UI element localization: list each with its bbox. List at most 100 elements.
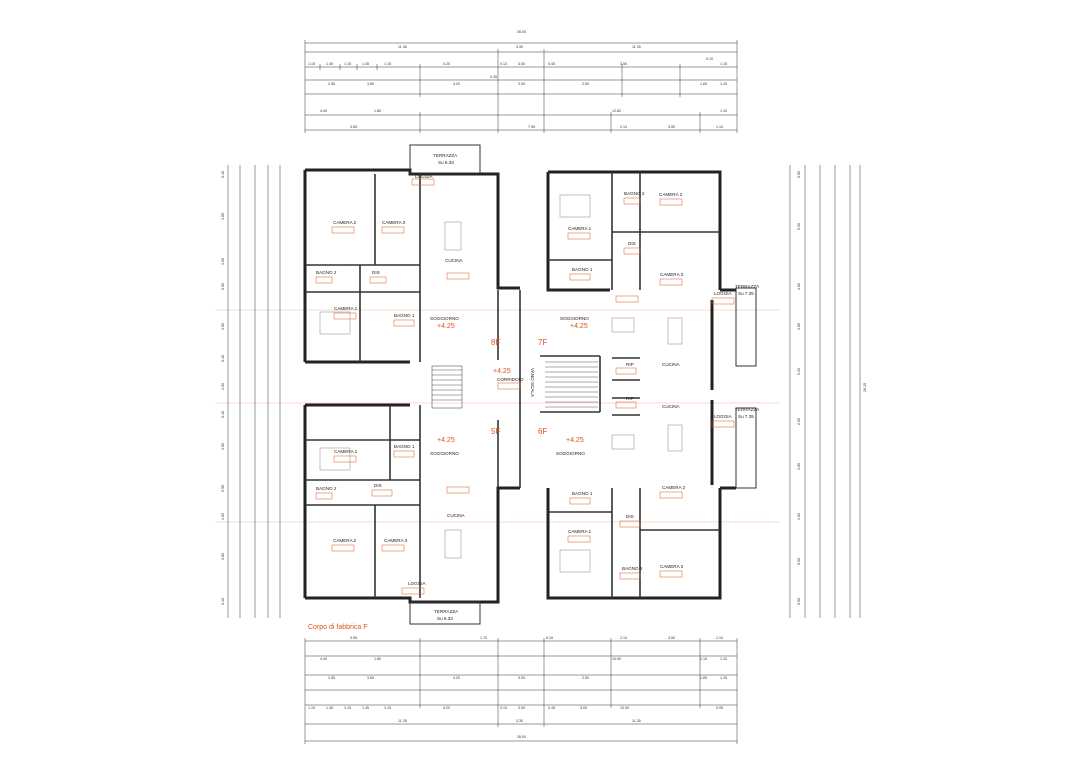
room-label: LOGGIA: [408, 581, 427, 586]
bottom-dim-label: 4.20: [453, 676, 460, 680]
room-label: LOGGIA: [714, 414, 733, 419]
bottom-dim-label: 2.50: [582, 676, 589, 680]
top-dim-labels: 26.00 11.35 3.30 11.35 1.15 1.45 1.15 1.…: [308, 30, 727, 129]
top-dim-label: 1.80: [374, 109, 381, 113]
left-dim-labels: 0.40 3.85 1.65 0.90 3.50 0.40 2.00 0.40 …: [221, 171, 225, 605]
elevator-shaft: [431, 365, 463, 409]
right-dim-label: 0.20: [797, 368, 801, 375]
top-dim-label: 3.00: [518, 82, 525, 86]
room-label: TERRAZZA: [433, 153, 458, 158]
area-boxes: [315, 178, 735, 595]
bottom-dim-label: 1.80: [374, 657, 381, 661]
top-dim-label: 0.45: [548, 62, 555, 66]
room-area: Su 6.33: [438, 160, 454, 165]
room-label: CAMERA 1: [568, 226, 592, 231]
bottom-total-width: 26.00: [517, 735, 526, 739]
room-label: CAMERA 3: [382, 220, 406, 225]
bottom-dim-label: 3.55: [350, 636, 357, 640]
bottom-dim-label: 1.15: [344, 706, 351, 710]
right-dim-label: 1.60: [797, 513, 801, 520]
room-label: CAMERA 1: [334, 306, 358, 311]
room-label: TERRAZZA: [735, 284, 760, 289]
bottom-dim-label: 3.00: [518, 706, 525, 710]
room-label: DIS: [628, 241, 636, 246]
level-marks: +4.25 +4.25 +4.25 +4.25 +4.25: [437, 323, 588, 444]
bottom-dim-label: 10.90: [612, 657, 621, 661]
left-dim-label: 3.50: [221, 323, 225, 330]
bottom-dim-label: 0.95: [716, 706, 723, 710]
room-label: CAMERA 2: [333, 538, 357, 543]
room-label: SOGGIORNO: [556, 451, 585, 456]
bottom-dimension-chain: [305, 640, 737, 742]
level-mark: +4.25: [566, 437, 584, 444]
bottom-dim-label: 1.10: [716, 636, 723, 640]
top-dim-label: 3.00: [518, 62, 525, 66]
bottom-dim-label: 3.30: [516, 719, 523, 723]
room-label: BAGNO 2: [622, 566, 643, 571]
room-label: CUCINA: [662, 404, 681, 409]
room-label: CAMERA 2: [659, 192, 683, 197]
level-mark: +4.25: [570, 323, 588, 330]
top-dim-label: 1.15: [308, 62, 315, 66]
top-dim-label: 2.13: [620, 125, 627, 129]
bottom-dim-label: 10.00: [620, 706, 629, 710]
room-label: CUCINA: [445, 258, 464, 263]
top-total-width: 26.00: [517, 30, 526, 34]
room-label: LOGGIA: [415, 174, 434, 179]
room-label: RIP: [626, 396, 634, 401]
room-label: BAGNO 1: [394, 313, 415, 318]
bottom-dim-label: 2.55: [328, 676, 335, 680]
room-label: BAGNO 2: [316, 270, 337, 275]
terraces: [409, 144, 757, 625]
bottom-dim-label: 1.65: [700, 676, 707, 680]
room-label: SOGGIORNO: [430, 451, 459, 456]
furniture: [319, 194, 683, 573]
bottom-dim-label: 0.13: [500, 706, 507, 710]
bottom-dim-ticks: [304, 638, 738, 744]
top-dim-label: 1.15: [384, 62, 391, 66]
left-dim-label: 1.65: [221, 513, 225, 520]
top-dim-label: 4.20: [443, 62, 450, 66]
bottom-dim-label: 2.13: [620, 636, 627, 640]
top-dim-label: 1.15: [720, 62, 727, 66]
room-label: CAMERA 2: [662, 485, 686, 490]
room-label: SOGGIORNO: [560, 316, 589, 321]
room-label: DIS: [374, 483, 382, 488]
room-label: DIS: [626, 514, 634, 519]
bottom-dim-label: 4.40: [320, 657, 327, 661]
room-label: VANO SCALA: [530, 368, 535, 398]
top-dim-label: 12.82: [612, 109, 621, 113]
right-dim-label: 5.00: [797, 558, 801, 565]
room-label: LOGGIA: [714, 291, 733, 296]
apartment-id: 5F: [491, 427, 500, 436]
room-label: CORRIDOIO: [497, 377, 524, 382]
right-dim-label: 5.00: [797, 223, 801, 230]
left-dim-label: 3.85: [221, 213, 225, 220]
left-dim-label: 0.90: [221, 283, 225, 290]
room-area: Su 7.35: [738, 291, 754, 296]
top-dim-label: 11.35: [632, 45, 641, 49]
room-label: CAMERA 3: [660, 564, 684, 569]
apartment-id: 8F: [491, 338, 500, 347]
room-labels: TERRAZZA Su 6.33 LOGGIA CAMERA 2 CAMERA …: [316, 153, 760, 621]
top-dim-label: 4.40: [320, 109, 327, 113]
left-dim-label: 0.40: [221, 598, 225, 605]
bottom-dim-label: 11.35: [632, 719, 641, 723]
right-dim-labels: 0.50 5.00 1.60 3.85 0.20 2.65 3.85 1.60 …: [797, 171, 867, 605]
right-dim-label: 0.50: [797, 598, 801, 605]
bottom-dim-label: 1.15: [384, 706, 391, 710]
right-dim-label: 0.50: [797, 171, 801, 178]
bottom-dim-label: 1.45: [362, 706, 369, 710]
room-label: CAMERA 3: [384, 538, 408, 543]
left-dim-label: 1.65: [221, 258, 225, 265]
bottom-dim-labels: 3.55 1.70 6.15 2.13 3.50 1.10 4.40 1.80 …: [308, 636, 727, 739]
room-label: BAGNO 2: [316, 486, 337, 491]
bottom-dim-label: 3.00: [518, 676, 525, 680]
stair-treads: [545, 361, 598, 408]
room-label: BAGNO 1: [572, 267, 593, 272]
room-label: CAMERA 1: [568, 529, 592, 534]
top-dim-label: 1.10: [716, 125, 723, 129]
room-label: TERRAZZA: [735, 407, 760, 412]
room-label: SOGGIORNO: [430, 316, 459, 321]
room-label: TERRAZZA: [434, 609, 459, 614]
